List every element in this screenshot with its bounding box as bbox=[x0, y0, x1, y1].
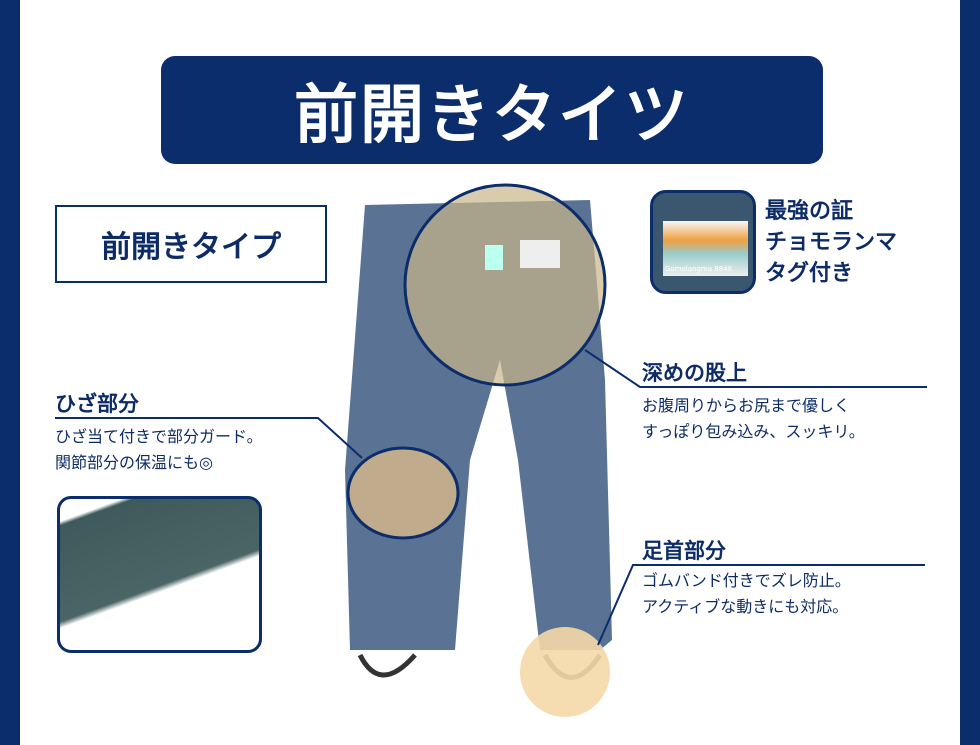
frame-left bbox=[0, 0, 20, 745]
knee-leader-line bbox=[55, 417, 363, 459]
rise-leader-line bbox=[584, 349, 927, 388]
ankle-heading: 足首部分 bbox=[642, 539, 726, 563]
tag-photo: Gomolangma 8848 bbox=[650, 190, 756, 294]
knee-heading: ひざ部分 bbox=[55, 392, 139, 416]
knee-photo bbox=[57, 496, 262, 653]
knee-highlight bbox=[346, 446, 460, 540]
ankle-highlight bbox=[520, 627, 610, 717]
page-title: 前開きタイツ bbox=[161, 56, 823, 164]
type-label: 前開きタイプ bbox=[55, 205, 327, 283]
rise-highlight bbox=[403, 183, 607, 387]
frame-right bbox=[960, 0, 980, 745]
tag-small bbox=[485, 245, 503, 270]
tag-callout: 最強の証 チョモランマ タグ付き bbox=[765, 199, 898, 286]
ankle-leader-line bbox=[597, 564, 925, 646]
ankle-text: ゴムバンド付きでズレ防止。 アクティブな動きにも対応。 bbox=[642, 571, 851, 616]
rise-heading: 深めの股上 bbox=[642, 361, 747, 385]
knee-text: ひざ当て付きで部分ガード。 関節部分の保温にも◎ bbox=[55, 427, 263, 472]
rise-text: お腹周りからお尻まで優しく すっぽり包み込み、スッキリ。 bbox=[642, 396, 865, 441]
